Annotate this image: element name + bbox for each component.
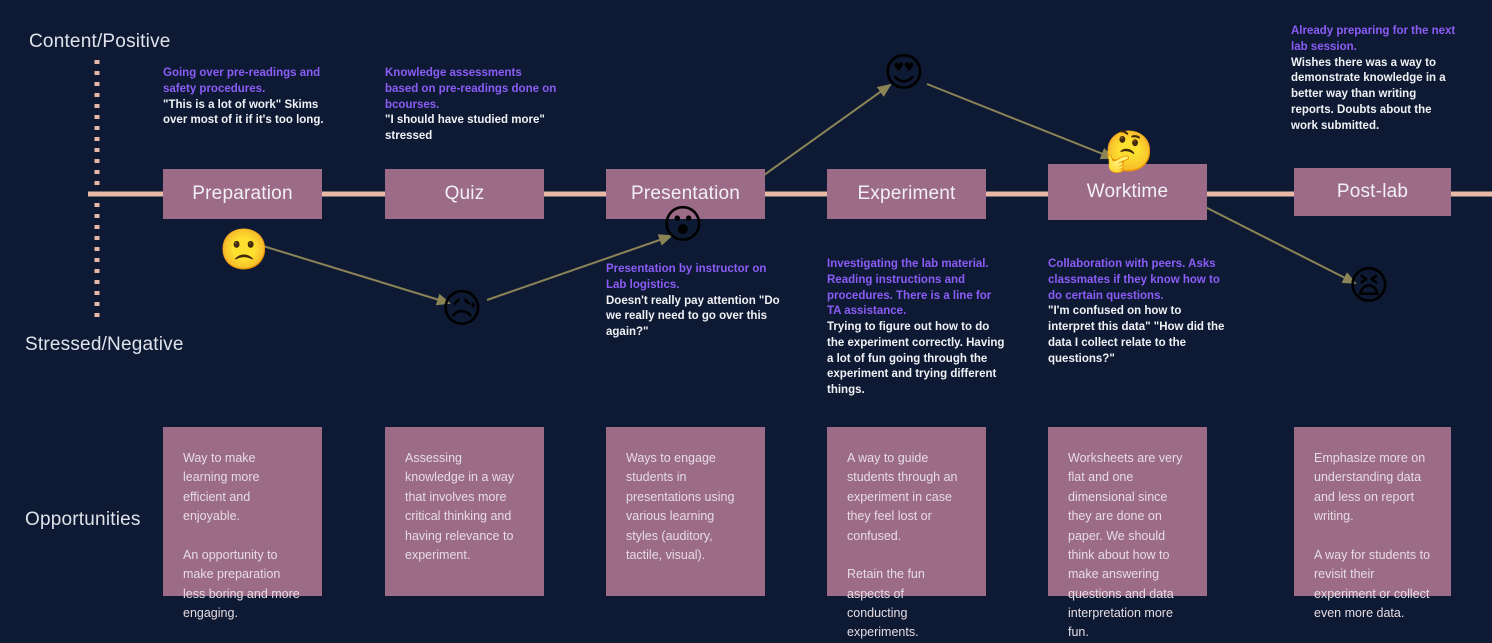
note-worktime: Collaboration with peers. Asks classmate…: [1048, 257, 1228, 367]
thinking-face-icon: 🤔: [1104, 130, 1154, 174]
note-purple-text: Going over pre-readings and safety proce…: [163, 67, 321, 95]
opportunity-card-preparation[interactable]: Way to make learning more efficient and …: [163, 427, 322, 620]
stage-label: Post-lab: [1336, 181, 1409, 202]
opportunity-card-worktime[interactable]: Worksheets are very flat and one dimensi…: [1048, 427, 1207, 639]
axis-label-negative: Stressed/Negative: [25, 334, 184, 355]
face-with-open-mouth-icon: 😮: [662, 203, 704, 247]
note-white-text: "This is a lot of work" Skims over most …: [163, 98, 324, 127]
note-experiment: Investigating the lab material. Reading …: [827, 257, 1007, 399]
stage-box-experiment[interactable]: Experiment: [827, 169, 986, 219]
note-purple-text: Collaboration with peers. Asks classmate…: [1048, 258, 1220, 302]
opportunity-card-quiz[interactable]: Assessing knowledge in a way that involv…: [385, 427, 544, 596]
note-presentation: Presentation by instructor on Lab logist…: [606, 262, 784, 341]
note-white-text: Doesn't really pay attention "Do we real…: [606, 294, 780, 339]
journey-segment-1: [262, 245, 451, 306]
stage-label: Quiz: [444, 183, 485, 204]
opportunity-card-postlab[interactable]: Emphasize more on understanding data and…: [1294, 427, 1451, 620]
opportunity-card-presentation[interactable]: Ways to engage students in presentations…: [606, 427, 765, 596]
journey-segment-4: [926, 83, 1115, 160]
stage-label: Worktime: [1086, 181, 1169, 202]
axis-label-opportunities: Opportunities: [25, 509, 141, 530]
stage-label: Presentation: [630, 183, 741, 204]
stage-label: Preparation: [192, 183, 293, 204]
note-preparation: Going over pre-readings and safety proce…: [163, 66, 335, 129]
note-quiz: Knowledge assessments based on pre-readi…: [385, 66, 557, 145]
note-purple-text: Already preparing for the next lab sessi…: [1291, 25, 1456, 53]
tired-face-icon: 😫: [1348, 264, 1390, 308]
note-white-text: "I should have studied more" stressed: [385, 114, 545, 142]
opportunity-card-experiment[interactable]: A way to guide students through an exper…: [827, 427, 986, 639]
note-postlab: Already preparing for the next lab sessi…: [1291, 24, 1461, 134]
sad-but-relieved-face-icon: 😥: [441, 287, 483, 331]
stage-label: Experiment: [857, 183, 956, 204]
stage-box-preparation[interactable]: Preparation: [163, 169, 322, 219]
journey-map-canvas: Content/Positive Stressed/Negative Oppor…: [25, 24, 1492, 639]
note-purple-text: Presentation by instructor on Lab logist…: [606, 263, 767, 291]
note-purple-text: Knowledge assessments based on pre-readi…: [385, 67, 557, 111]
smiling-face-with-heart-eyes-icon: 😍: [883, 51, 925, 95]
stage-box-quiz[interactable]: Quiz: [385, 169, 544, 219]
slightly-frowning-face-icon: 🙁: [219, 228, 269, 272]
axis-label-positive: Content/Positive: [29, 31, 171, 52]
note-white-text: "I'm confused on how to interpret this d…: [1048, 305, 1225, 365]
note-purple-text: Investigating the lab material. Reading …: [827, 258, 992, 318]
note-white-text: Trying to figure out how to do the exper…: [827, 321, 1005, 396]
note-white-text: Wishes there was a way to demonstrate kn…: [1291, 56, 1446, 132]
stage-box-postlab[interactable]: Post-lab: [1294, 168, 1451, 216]
